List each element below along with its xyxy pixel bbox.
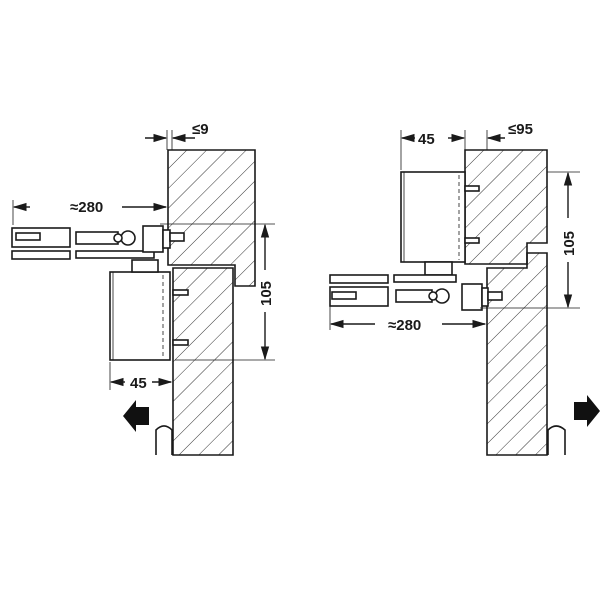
left-dim-reveal: ≤9 — [192, 121, 209, 138]
left-dim-height: 105 — [258, 281, 275, 306]
hinge-pin — [155, 425, 173, 455]
closer-body — [109, 271, 171, 361]
arrow-right-icon — [574, 395, 600, 427]
left-dim-arm-length: ≈280 — [70, 199, 103, 216]
door-frame — [464, 149, 548, 265]
door-frame — [167, 149, 256, 287]
right-view: 45 ≤95 105 ≈280 — [329, 121, 600, 456]
screw — [464, 185, 480, 192]
left-dim-depth: 45 — [130, 375, 147, 392]
hinge-pin — [547, 425, 566, 455]
closer-mount — [424, 261, 453, 276]
door-leaf — [172, 267, 234, 456]
screw — [172, 289, 189, 296]
closer-arm — [11, 225, 185, 260]
left-view: ≈280 ≤9 105 45 — [11, 121, 275, 456]
closer-mount — [131, 259, 159, 273]
screw — [172, 339, 189, 346]
right-dim-arm-length: ≈280 — [388, 317, 421, 334]
right-dim-reveal: ≤95 — [508, 121, 533, 138]
right-dim-depth: 45 — [418, 131, 435, 148]
right-dim-height: 105 — [561, 231, 578, 256]
screw — [464, 237, 480, 244]
door-leaf — [486, 252, 548, 456]
closer-body — [400, 171, 466, 263]
arrow-left-icon — [123, 400, 149, 432]
closer-arm — [329, 274, 503, 311]
